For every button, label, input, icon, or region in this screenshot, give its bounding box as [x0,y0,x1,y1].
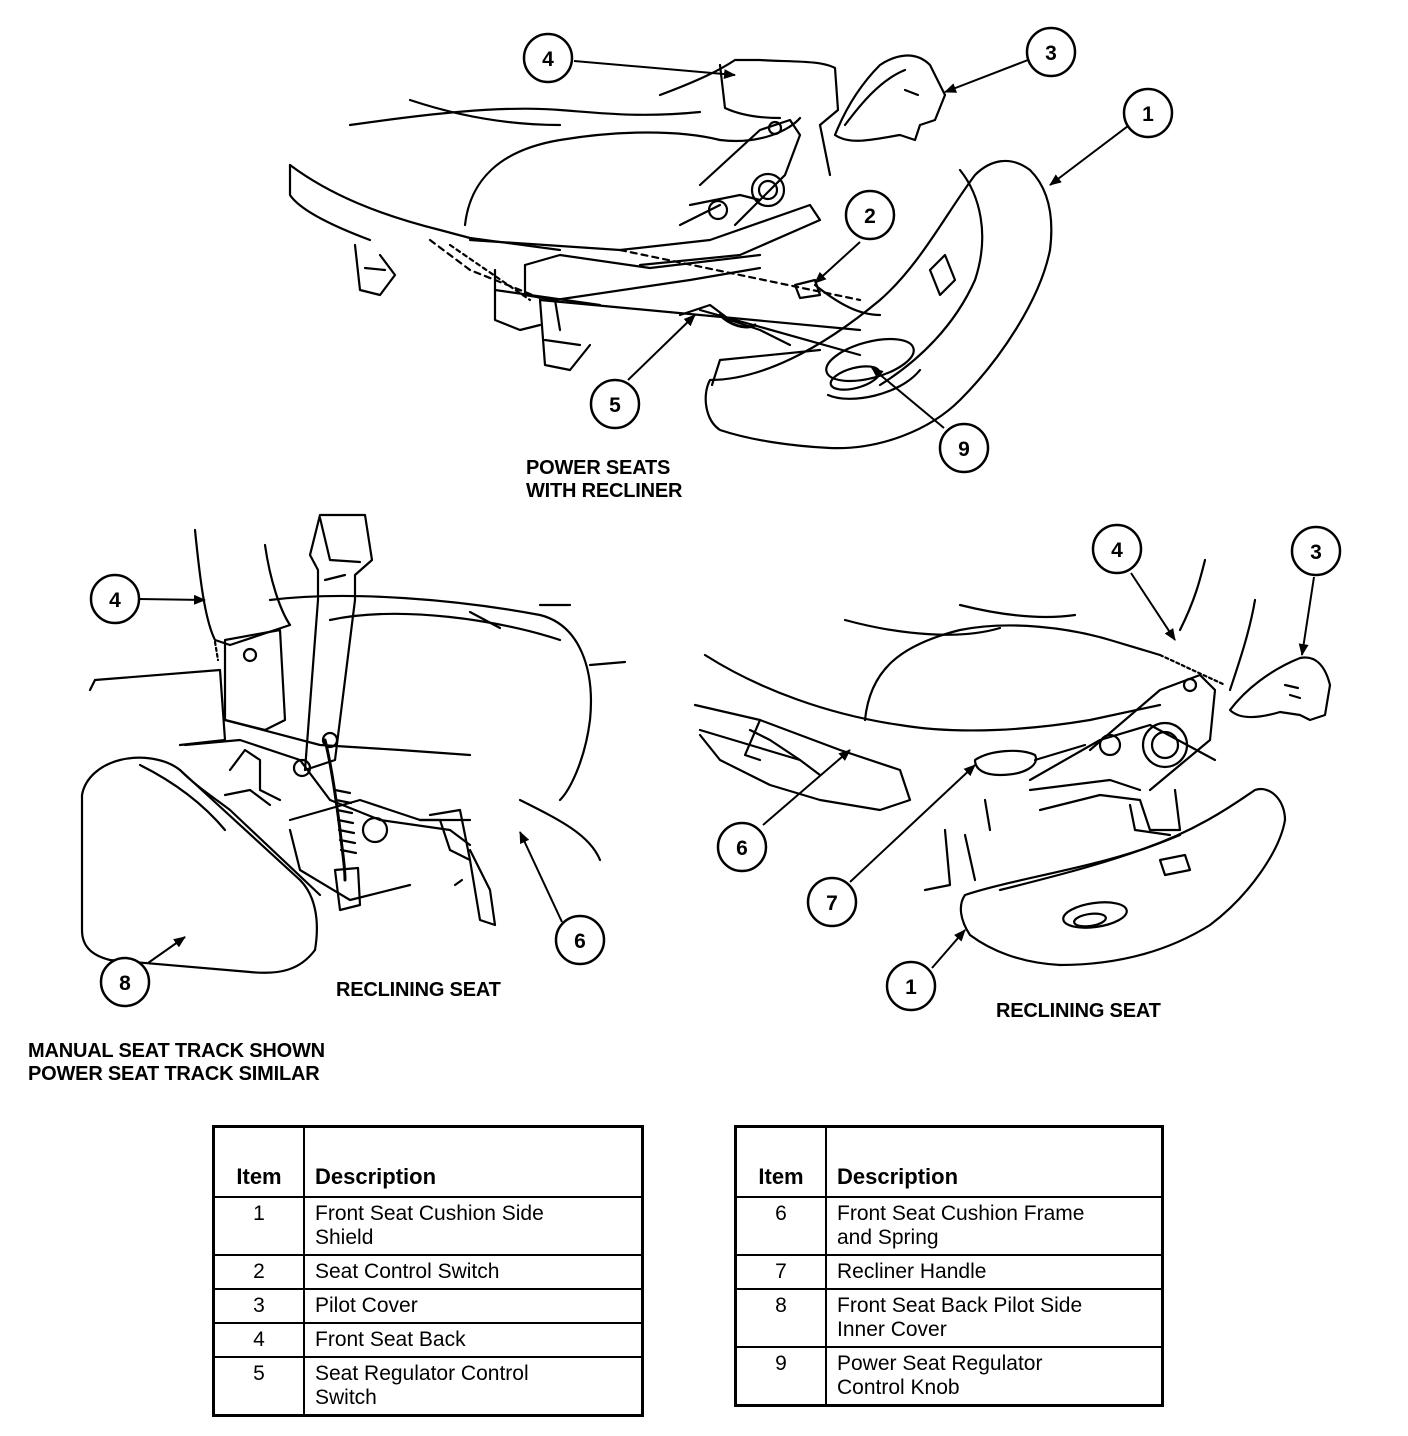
svg-text:6: 6 [574,930,586,953]
callouts-right: 4 3 6 7 1 [716,523,1342,1012]
legend-header-description: Description [303,1125,644,1198]
legend-item-description: Seat Control Switch [303,1254,644,1290]
table-row: 2 Seat Control Switch [212,1254,644,1290]
power-seat-illustration [288,54,1053,450]
caption-seat-track-note: MANUAL SEAT TRACK SHOWN POWER SEAT TRACK… [28,1040,325,1086]
callout-top-5: 5 [589,378,641,430]
callout-left-4: 4 [89,573,141,625]
caption-power-seats-line2: WITH RECLINER [526,480,683,502]
svg-text:3: 3 [1045,42,1057,65]
callout-top-2: 2 [844,189,896,241]
legend-item-number: 5 [212,1356,305,1417]
caption-reclining-seat-left: RECLINING SEAT [336,979,501,1001]
legend-item-number: 4 [212,1322,305,1358]
callout-top-9: 9 [938,422,990,474]
callout-top-1: 1 [1122,87,1174,139]
callout-top-3: 3 [1025,26,1077,78]
caption-power-seats: POWER SEATS WITH RECLINER [526,457,682,503]
caption-note-line1: MANUAL SEAT TRACK SHOWN [28,1040,325,1062]
legend-header-row: Item Description [734,1125,1164,1198]
legend-header-item: Item [734,1125,827,1198]
svg-text:5: 5 [609,394,621,417]
reclining-seat-right-illustration [693,558,1332,967]
legend-table-right: Item Description 6 Front Seat Cushion Fr… [734,1125,1164,1407]
legend-table-left: Item Description 1 Front Seat Cushion Si… [212,1125,644,1417]
legend-header-description: Description [825,1125,1164,1198]
legend-header-row: Item Description [212,1125,644,1198]
callouts-left: 4 8 6 [89,573,606,1008]
reclining-seat-left-illustration [80,513,627,974]
caption-note-line2: POWER SEAT TRACK SIMILAR [28,1063,320,1085]
callout-left-6: 6 [554,914,606,966]
svg-text:7: 7 [826,892,838,915]
svg-text:4: 4 [1111,539,1123,562]
table-row: 7 Recliner Handle [734,1254,1164,1290]
callout-leader-lines [138,59,1315,969]
svg-text:1: 1 [1142,103,1154,126]
caption-power-seats-line1: POWER SEATS [526,457,671,479]
table-row: 4 Front Seat Back [212,1322,644,1358]
callout-right-7: 7 [806,876,858,928]
svg-text:1: 1 [905,976,917,999]
svg-text:6: 6 [736,837,748,860]
svg-text:2: 2 [864,205,876,228]
callouts-top: 4 3 1 2 5 9 [522,26,1174,474]
callout-right-3: 3 [1290,525,1342,577]
caption-reclining-seat-right: RECLINING SEAT [996,1000,1161,1022]
legend-item-number: 3 [212,1288,305,1324]
callout-left-8: 8 [99,956,151,1008]
legend-item-description: Recliner Handle [825,1254,1164,1290]
legend-item-number: 1 [212,1196,305,1256]
svg-text:4: 4 [109,589,121,612]
svg-text:8: 8 [119,972,131,995]
legend-item-number: 7 [734,1254,827,1290]
svg-text:9: 9 [958,438,970,461]
legend-header-item: Item [212,1125,305,1198]
callout-top-4: 4 [522,32,574,84]
table-row: 3 Pilot Cover [212,1288,644,1324]
legend-item-number: 6 [734,1196,827,1256]
svg-text:3: 3 [1310,541,1322,564]
legend-item-number: 2 [212,1254,305,1290]
legend-item-number: 8 [734,1288,827,1348]
svg-text:4: 4 [542,48,554,71]
legend-item-description: Front Seat Back [303,1322,644,1358]
legend-item-description: Pilot Cover [303,1288,644,1324]
callout-right-6: 6 [716,821,768,873]
callout-right-4: 4 [1091,523,1143,575]
callout-right-1: 1 [885,960,937,1012]
legend-item-number: 9 [734,1346,827,1407]
